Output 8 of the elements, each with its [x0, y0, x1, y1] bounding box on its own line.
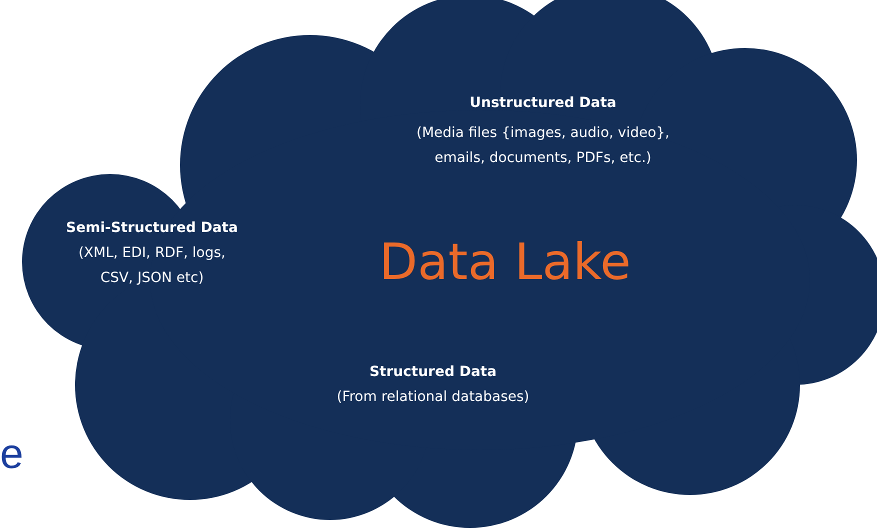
section-description: (XML, EDI, RDF, logs, CSV, JSON etc) [77, 244, 227, 288]
section-heading: Semi-Structured Data [65, 219, 239, 238]
section-description: (From relational databases) [336, 388, 530, 407]
section-description: (Media files {images, audio, video}, emails, documents, PDFs, etc.) [415, 124, 671, 168]
section-heading: Unstructured Data [468, 94, 618, 113]
title: Data Lake [378, 232, 632, 292]
cut-off-text: e [0, 430, 24, 478]
section-heading: Structured Data [368, 363, 498, 382]
